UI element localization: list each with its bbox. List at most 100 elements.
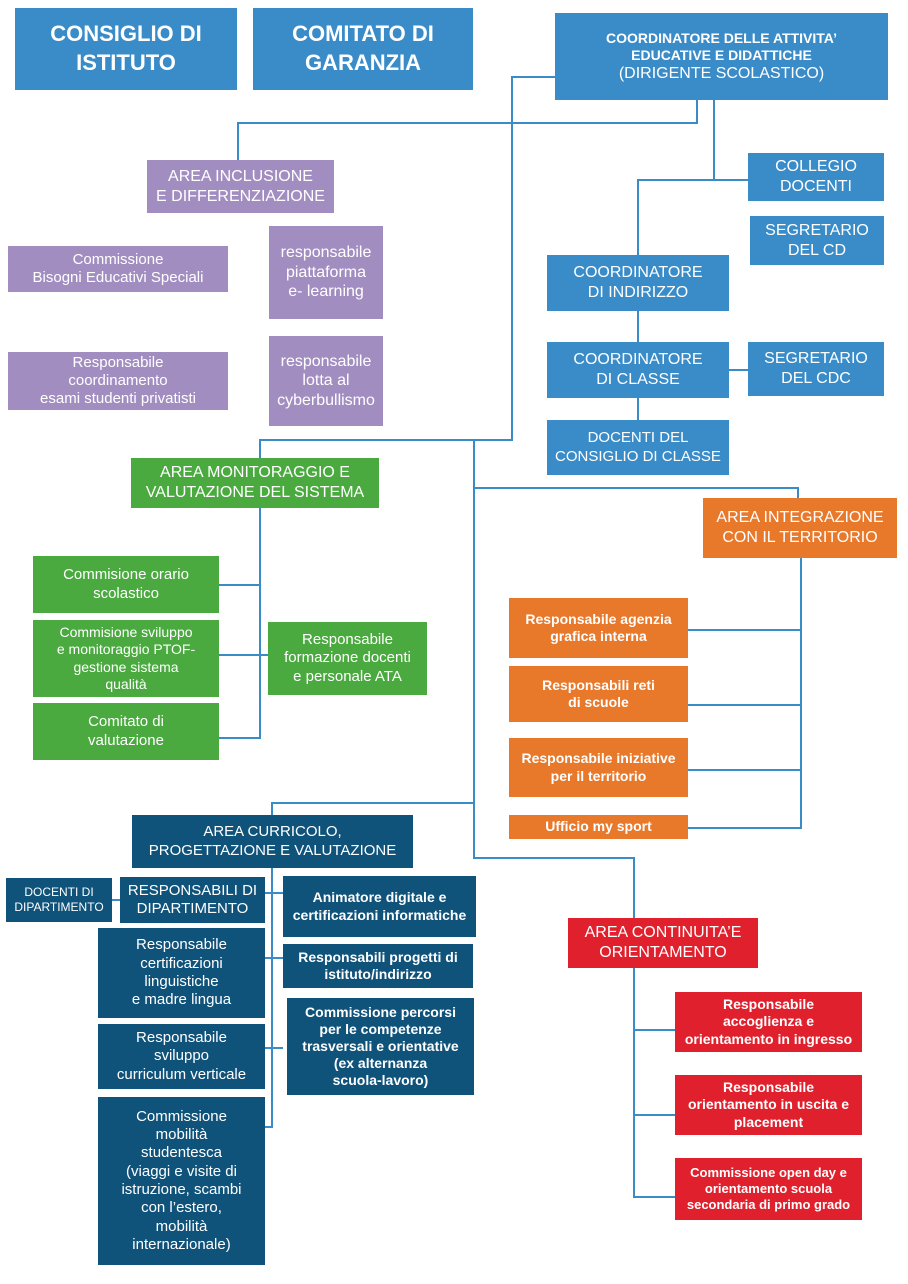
dirigente-scolastico-line-3: (DIRIGENTE SCOLASTICO) — [618, 64, 825, 82]
responsabile-uscita-line-2: orientamento in uscita e — [687, 1096, 850, 1113]
responsabile-cyberbullismo-line-1: responsabile — [280, 352, 372, 370]
responsabile-uscita-line-3: placement — [733, 1113, 804, 1130]
responsabile-curriculum-line-2: sviluppo — [153, 1047, 210, 1065]
responsabile-cyberbullismo-line-2: lotta al — [302, 372, 350, 390]
responsabile-accoglienza-line-1: Responsabile — [722, 996, 815, 1013]
link-monitoraggio-children — [219, 508, 261, 739]
docenti-dipartimento-line-1: DOCENTI DI — [24, 885, 94, 900]
commissione-bes-line-1: Commissione — [72, 250, 164, 268]
dirigente-scolastico-line-1: COORDINATORE DELLE ATTIVITA’ — [606, 29, 837, 46]
area-inclusione-line-2: E DIFFERENZIAZIONE — [156, 187, 325, 205]
segretario-cdc-line-2: DEL CDC — [781, 370, 851, 387]
link-curricolo-children — [265, 868, 273, 1128]
responsabile-certificazioni-line-4: e madre lingua — [131, 991, 232, 1009]
docenti-consiglio-classe-line-1: DOCENTI DEL — [587, 429, 689, 447]
responsabili-dipartimento-line-2: DIPARTIMENTO — [136, 900, 249, 917]
animatore-digitale-line-2: certificazioni informatiche — [292, 906, 467, 923]
segretario-cd-box: SEGRETARIO DEL CD — [750, 216, 884, 265]
link-spine-main — [259, 76, 555, 458]
area-curricolo-line-1: AREA CURRICOLO, — [203, 823, 342, 841]
link-continuita-children — [633, 968, 675, 1198]
commissione-pcto-line-3: trasversali e orientative — [302, 1037, 459, 1054]
area-inclusione-line-1: AREA INCLUSIONE — [168, 167, 313, 185]
responsabile-elearning-line-1: responsabile — [280, 244, 372, 262]
responsabile-iniziative-line-1: Responsabile iniziative — [521, 750, 676, 767]
commissione-pcto-line-4: (ex alternanza — [333, 1055, 428, 1072]
dirigente-scolastico-line-2: EDUCATIVE E DIDATTICHE — [631, 46, 812, 63]
commissione-mobilita-line-1: Commissione — [136, 1107, 227, 1125]
responsabile-curriculum-line-3: curriculum verticale — [116, 1065, 247, 1083]
responsabile-privatisti-line-1: Responsabile — [72, 353, 164, 371]
responsabile-formazione-line-2: formazione docenti — [284, 649, 411, 667]
area-continuita-line-2: ORIENTAMENTO — [599, 944, 727, 961]
commissione-pcto-line-2: per le competenze — [319, 1020, 442, 1037]
commissione-ptof-line-3: gestione sistema — [73, 658, 179, 675]
responsabile-certificazioni-line-3: linguistiche — [144, 973, 219, 990]
responsabile-formazione-line-1: Responsabile — [302, 631, 393, 649]
area-continuita-line-1: AREA CONTINUITA’E — [584, 924, 742, 942]
ufficio-my-sport-box: Ufficio my sport — [509, 815, 688, 839]
responsabile-privatisti-line-3: esami studenti privatisti — [40, 390, 196, 408]
commissione-mobilita-line-2: mobilità — [155, 1126, 208, 1144]
docenti-consiglio-classe-line-2: CONSIGLIO DI CLASSE — [555, 447, 721, 465]
area-curricolo-box: AREA CURRICOLO,PROGETTAZIONE E VALUTAZIO… — [132, 815, 413, 868]
animatore-digitale-line-1: Animatore digitale e — [312, 889, 447, 906]
commissione-openday-line-2: orientamento scuola — [704, 1181, 833, 1197]
consiglio-istituto-line-1: CONSIGLIO DI — [50, 21, 202, 47]
commissione-mobilita-line-6: con l’estero, — [141, 1199, 222, 1217]
coordinatore-classe-line-1: COORDINATORE — [573, 351, 703, 369]
commissione-ptof-line-4: qualità — [105, 675, 147, 692]
responsabile-privatisti-line-2: coordinamento — [68, 371, 168, 389]
link-territorio — [474, 487, 799, 498]
area-territorio-line-2: CON IL TERRITORIO — [722, 529, 878, 546]
commissione-mobilita-line-8: internazionale) — [132, 1235, 231, 1253]
ufficio-my-sport-line-1: Ufficio my sport — [545, 818, 652, 835]
responsabile-accoglienza-line-2: accoglienza e — [722, 1013, 815, 1030]
link-spine-lower — [473, 440, 635, 918]
area-curricolo-line-2: PROGETTAZIONE E VALUTAZIONE — [148, 841, 397, 859]
commissione-bes-line-2: Bisogni Educativi Speciali — [32, 269, 204, 286]
commissione-orario-line-2: scolastico — [93, 584, 159, 602]
responsabile-elearning-line-2: piattaforma — [285, 263, 367, 281]
responsabile-iniziative-line-2: per il territorio — [550, 767, 647, 784]
dirigente-scolastico-box: COORDINATORE DELLE ATTIVITA’EDUCATIVE E … — [555, 13, 888, 100]
segretario-cd-line-2: DEL CD — [787, 241, 847, 259]
comitato-garanzia-line-2: GARANZIA — [304, 50, 422, 75]
commissione-mobilita-line-3: studentesca — [141, 1144, 222, 1162]
area-continuita-box: AREA CONTINUITA’E ORIENTAMENTO — [568, 918, 758, 968]
responsabili-progetti-line-2: istituto/indirizzo — [324, 966, 432, 982]
responsabile-agenzia-line-2: grafica interna — [550, 628, 647, 644]
responsabili-dipartimento-line-1: RESPONSABILI DI — [127, 881, 258, 899]
docenti-dipartimento-line-2: DIPARTIMENTO — [14, 900, 104, 914]
link-dirigente-inclusione — [237, 100, 698, 160]
comitato-valutazione-line-1: Comitato di — [88, 713, 164, 731]
area-inclusione-box: AREA INCLUSIONE E DIFFERENZIAZIONE — [147, 160, 334, 213]
comitato-valutazione-line-2: valutazione — [88, 731, 164, 749]
segretario-cd-line-1: SEGRETARIO — [765, 221, 869, 239]
